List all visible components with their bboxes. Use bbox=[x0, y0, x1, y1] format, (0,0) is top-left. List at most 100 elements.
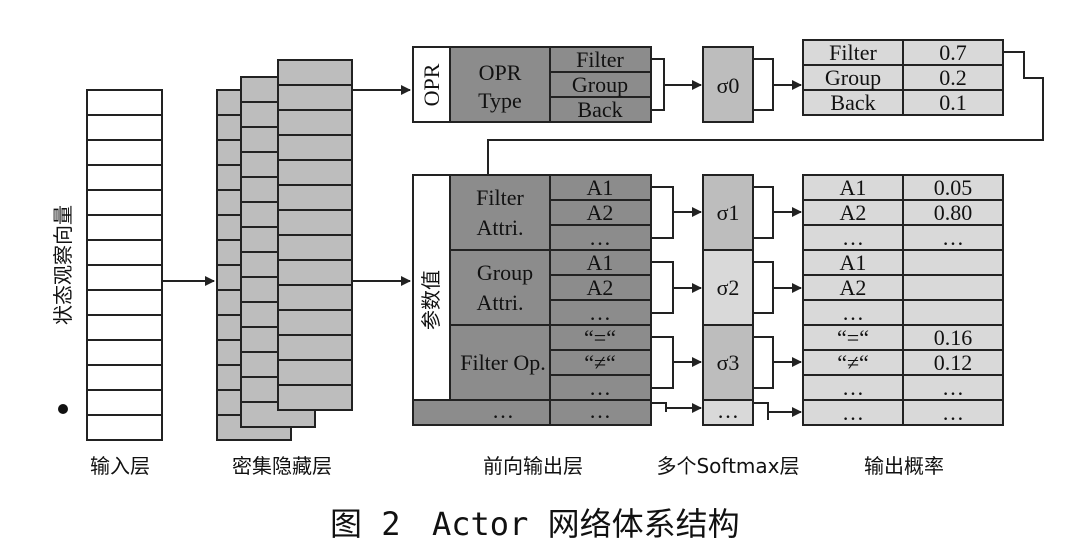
prob-value-cell bbox=[902, 324, 1004, 351]
dense-layer-stack bbox=[216, 59, 353, 441]
prob-value-cell bbox=[902, 299, 1004, 326]
bracket-more bbox=[651, 402, 667, 412]
prob-name: … bbox=[842, 375, 864, 400]
opr-type-cell bbox=[449, 46, 551, 123]
param-more-ellipsis: … bbox=[492, 398, 514, 423]
prob-name: A1 bbox=[840, 175, 867, 200]
dense-layer-label: 密集隐藏层 bbox=[232, 454, 332, 478]
prob-value-cell bbox=[902, 349, 1004, 376]
opr-type-line2: Type bbox=[478, 88, 522, 113]
bracket-sigma1 bbox=[753, 186, 774, 239]
param-label-cell bbox=[412, 174, 451, 401]
prob-name-cell bbox=[802, 174, 904, 201]
sigma2-label: σ2 bbox=[717, 275, 740, 300]
opr-type-line1: OPR bbox=[479, 60, 522, 85]
input-dot bbox=[58, 404, 68, 414]
softmax-layer-label: 多个Softmax层 bbox=[656, 454, 799, 478]
param-item-label: A2 bbox=[587, 275, 614, 300]
prob-value: … bbox=[942, 375, 964, 400]
prob-value: 0.12 bbox=[934, 350, 973, 375]
prob-name: … bbox=[842, 300, 864, 325]
sigma3-label: σ3 bbox=[717, 350, 740, 375]
input-layer-label: 输入层 bbox=[90, 454, 150, 478]
param-more-cell bbox=[412, 399, 551, 426]
output-prob-label: 输出概率 bbox=[864, 454, 944, 478]
softmax-sigma2 bbox=[702, 249, 754, 326]
param-value-label: 参数值 bbox=[419, 270, 443, 330]
prob-value-cell bbox=[902, 249, 1004, 276]
prob-name: A1 bbox=[840, 250, 867, 275]
param-item-cell bbox=[549, 349, 652, 376]
prob-name: … bbox=[842, 225, 864, 250]
opr-prob-name: Group bbox=[825, 65, 881, 90]
forward-layer-label: 前向输出层 bbox=[483, 454, 583, 478]
param-item-label: A1 bbox=[587, 250, 614, 275]
prob-name-cell bbox=[802, 349, 904, 376]
prob-value: 0.05 bbox=[934, 175, 973, 200]
input-layer bbox=[86, 89, 163, 441]
param-item-label: … bbox=[589, 300, 611, 325]
prob-value: … bbox=[942, 225, 964, 250]
param-item-cell bbox=[549, 249, 652, 276]
bracket-sigma3 bbox=[753, 336, 774, 389]
bracket-opr bbox=[651, 58, 665, 111]
bracket-filter-attr bbox=[651, 186, 674, 239]
prob-value-cell bbox=[902, 274, 1004, 301]
group-attr-cell bbox=[449, 249, 551, 326]
opr-prob-value: 0.1 bbox=[939, 90, 967, 115]
filter-attr-line1: Filter bbox=[476, 185, 524, 210]
prob-name: “≠“ bbox=[837, 350, 869, 375]
opr-prob-name: Filter bbox=[829, 40, 877, 65]
param-item-label: “=“ bbox=[584, 325, 616, 350]
opr-option-cell bbox=[549, 96, 652, 123]
sigma0-label: σ0 bbox=[717, 73, 740, 98]
opr-option-filter: Filter bbox=[576, 47, 624, 72]
prob-value-cell bbox=[902, 174, 1004, 201]
sigma1-label: σ1 bbox=[717, 200, 740, 225]
prob-value: 0.16 bbox=[934, 325, 973, 350]
param-item-label: A2 bbox=[587, 200, 614, 225]
filter-attr-cell bbox=[449, 174, 551, 251]
param-item-cell bbox=[549, 274, 652, 301]
prob-name: A2 bbox=[840, 200, 867, 225]
prob-value: 0.80 bbox=[934, 200, 973, 225]
prob-value-cell bbox=[902, 399, 1004, 426]
bracket-filter-op bbox=[651, 336, 674, 389]
softmax-sigma0 bbox=[702, 46, 754, 123]
param-item-label: A1 bbox=[587, 175, 614, 200]
prob-name: “=“ bbox=[837, 325, 869, 350]
opr-prob-value: 0.7 bbox=[939, 40, 967, 65]
opr-prob-value-cell bbox=[902, 89, 1004, 116]
prob-value-cell bbox=[902, 199, 1004, 226]
group-attr-line1: Group bbox=[477, 260, 533, 285]
bracket-sigma-more bbox=[753, 402, 769, 420]
opr-label: OPR bbox=[419, 63, 444, 106]
opr-prob-table: Filter Group Back 0.7 0.2 0.1 bbox=[802, 39, 1004, 116]
bracket-group-attr bbox=[651, 261, 674, 314]
prob-value: … bbox=[942, 400, 964, 425]
connector-opr-to-params bbox=[487, 51, 1044, 175]
prob-name: … bbox=[842, 400, 864, 425]
figure-title: Actor 网络体系结构 bbox=[432, 505, 740, 543]
bracket-sigma2 bbox=[753, 261, 774, 314]
opr-prob-value-cell bbox=[902, 64, 1004, 91]
bracket-sigma0 bbox=[753, 58, 774, 111]
opr-prob-name-cell bbox=[802, 89, 904, 116]
param-item-label: … bbox=[589, 398, 611, 423]
param-item-cell bbox=[549, 199, 652, 226]
opr-option-back: Back bbox=[577, 97, 622, 122]
param-item-label: … bbox=[589, 225, 611, 250]
opr-block: OPR OPR Type Filter Group Back bbox=[412, 46, 652, 123]
input-vector-label: 状态观察向量 bbox=[51, 205, 75, 325]
prob-name: A2 bbox=[840, 275, 867, 300]
param-item-cell bbox=[549, 299, 652, 326]
param-block: 参数值 Filter Attri. Group Attri. Filter Op… bbox=[412, 174, 652, 426]
prob-value-cell bbox=[902, 374, 1004, 401]
param-item-cell bbox=[549, 399, 652, 426]
opr-prob-name: Back bbox=[830, 90, 875, 115]
opr-option-cell bbox=[549, 71, 652, 98]
figure-number: 图 2 bbox=[330, 505, 401, 543]
filter-op-label: Filter Op. bbox=[460, 350, 546, 375]
